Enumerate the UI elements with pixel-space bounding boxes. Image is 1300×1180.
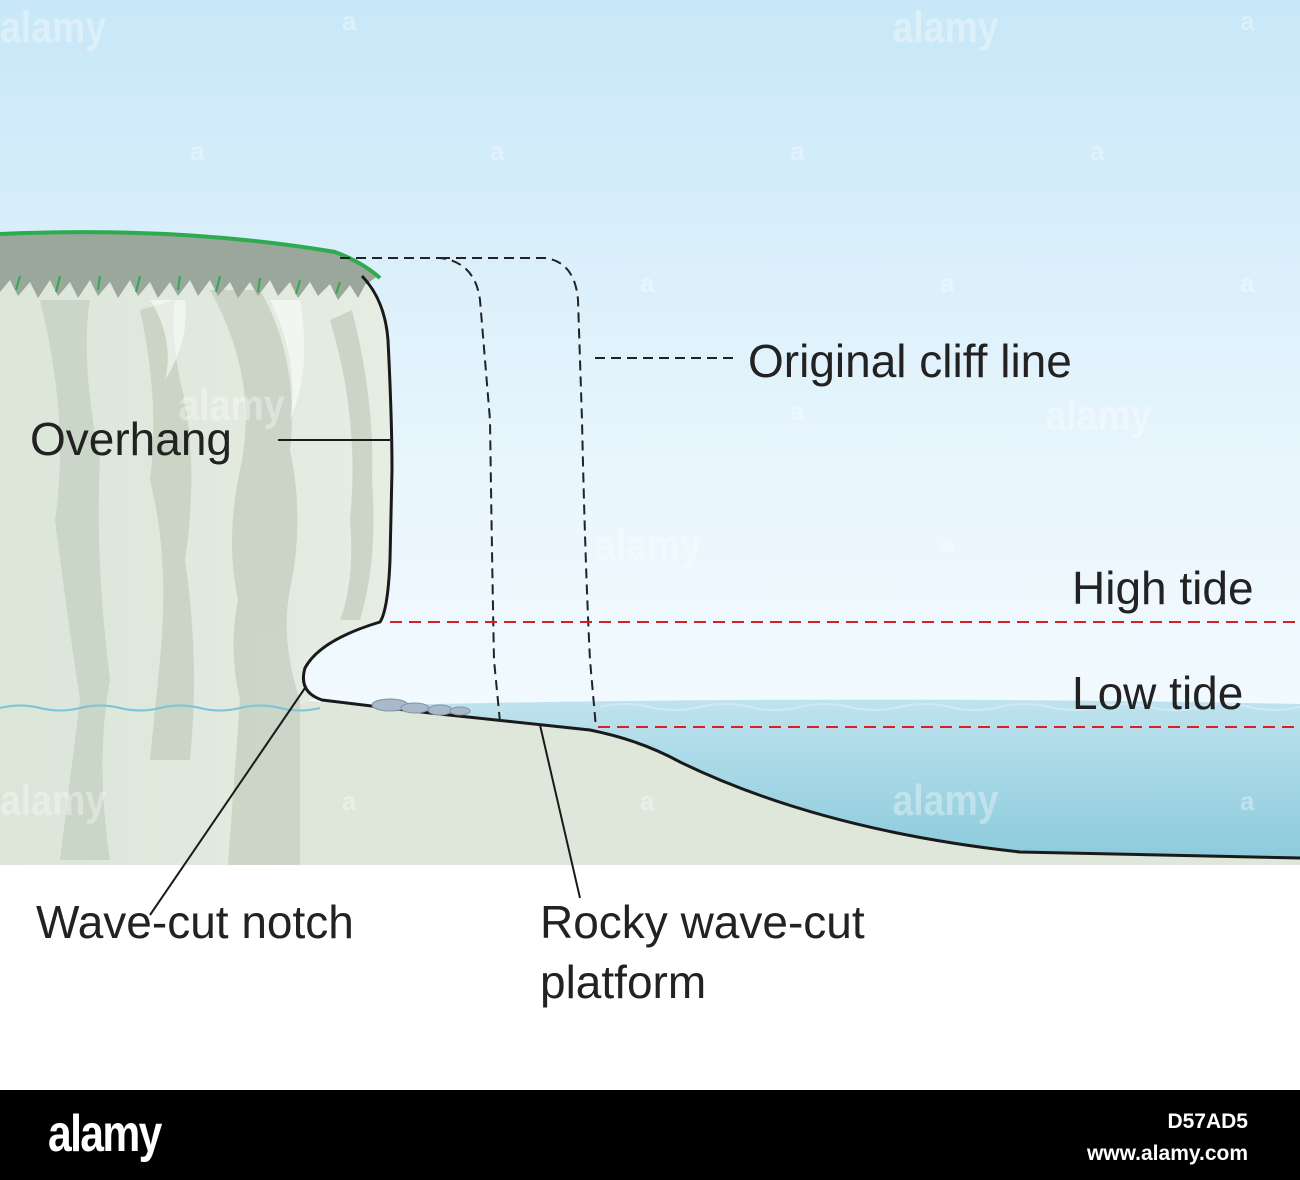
watermark-text: alamy [595,520,701,570]
watermark-mark: a [790,396,805,426]
watermark-text: alamy [1046,390,1152,440]
coastal-erosion-diagram: alamy alamy alamy alamy alamy alamy alam… [0,0,1300,1008]
platform-leader [539,724,581,899]
notch-leader [149,687,306,916]
watermark-mark: a [1240,6,1255,36]
grass-blades [15,275,341,295]
footer-image-id: D57AD5 [1167,1110,1248,1133]
watermark-mark: a [490,136,505,166]
label-platform-line2: platform [540,956,706,1008]
label-platform-line1: Rocky wave-cut [540,896,865,948]
footer-bar: alamy D57AD5 www.alamy.com [0,1090,1300,1180]
rock-debris-icon [371,698,471,716]
sea-wave-surface [599,703,1300,711]
watermark-mark: a [1240,786,1255,816]
watermark-mark: a [940,528,955,558]
watermark-mark: a [1240,268,1255,298]
watermark-mark: a [940,268,955,298]
watermark-mark: a [190,136,205,166]
label-original-cliff-line: Original cliff line [748,335,1072,387]
watermark-mark: a [342,6,357,36]
beach-ground [0,700,1300,865]
cliff-highlights [150,300,305,420]
label-wave-cut-notch: Wave-cut notch [36,896,354,948]
grass-fringe-icon [0,232,378,300]
low-tide-water-surface [0,704,321,712]
cliff-shading [40,290,374,865]
label-overhang: Overhang [30,413,232,465]
watermark-mark: a [790,136,805,166]
cliff-face-outline [301,274,1300,860]
watermark-mark: a [640,786,655,816]
watermark-mark: a [640,268,655,298]
sea [300,699,1300,858]
watermark-mark: a [342,786,357,816]
label-high-tide: High tide [1072,562,1254,614]
original-cliff-lines [340,257,738,729]
watermarks: alamy alamy alamy alamy alamy alamy alam… [0,2,1255,825]
watermark-text: alamy [893,775,999,825]
watermark-mark: a [1090,136,1105,166]
footer-site: www.alamy.com [1086,1142,1248,1165]
watermark-text: alamy [893,2,999,52]
label-low-tide: Low tide [1072,667,1243,719]
grass-top-line [0,230,382,280]
footer-logo: alamy [48,1105,162,1163]
watermark-text: alamy [0,2,106,52]
watermark-text: alamy [179,380,285,430]
watermark-text: alamy [0,775,106,825]
